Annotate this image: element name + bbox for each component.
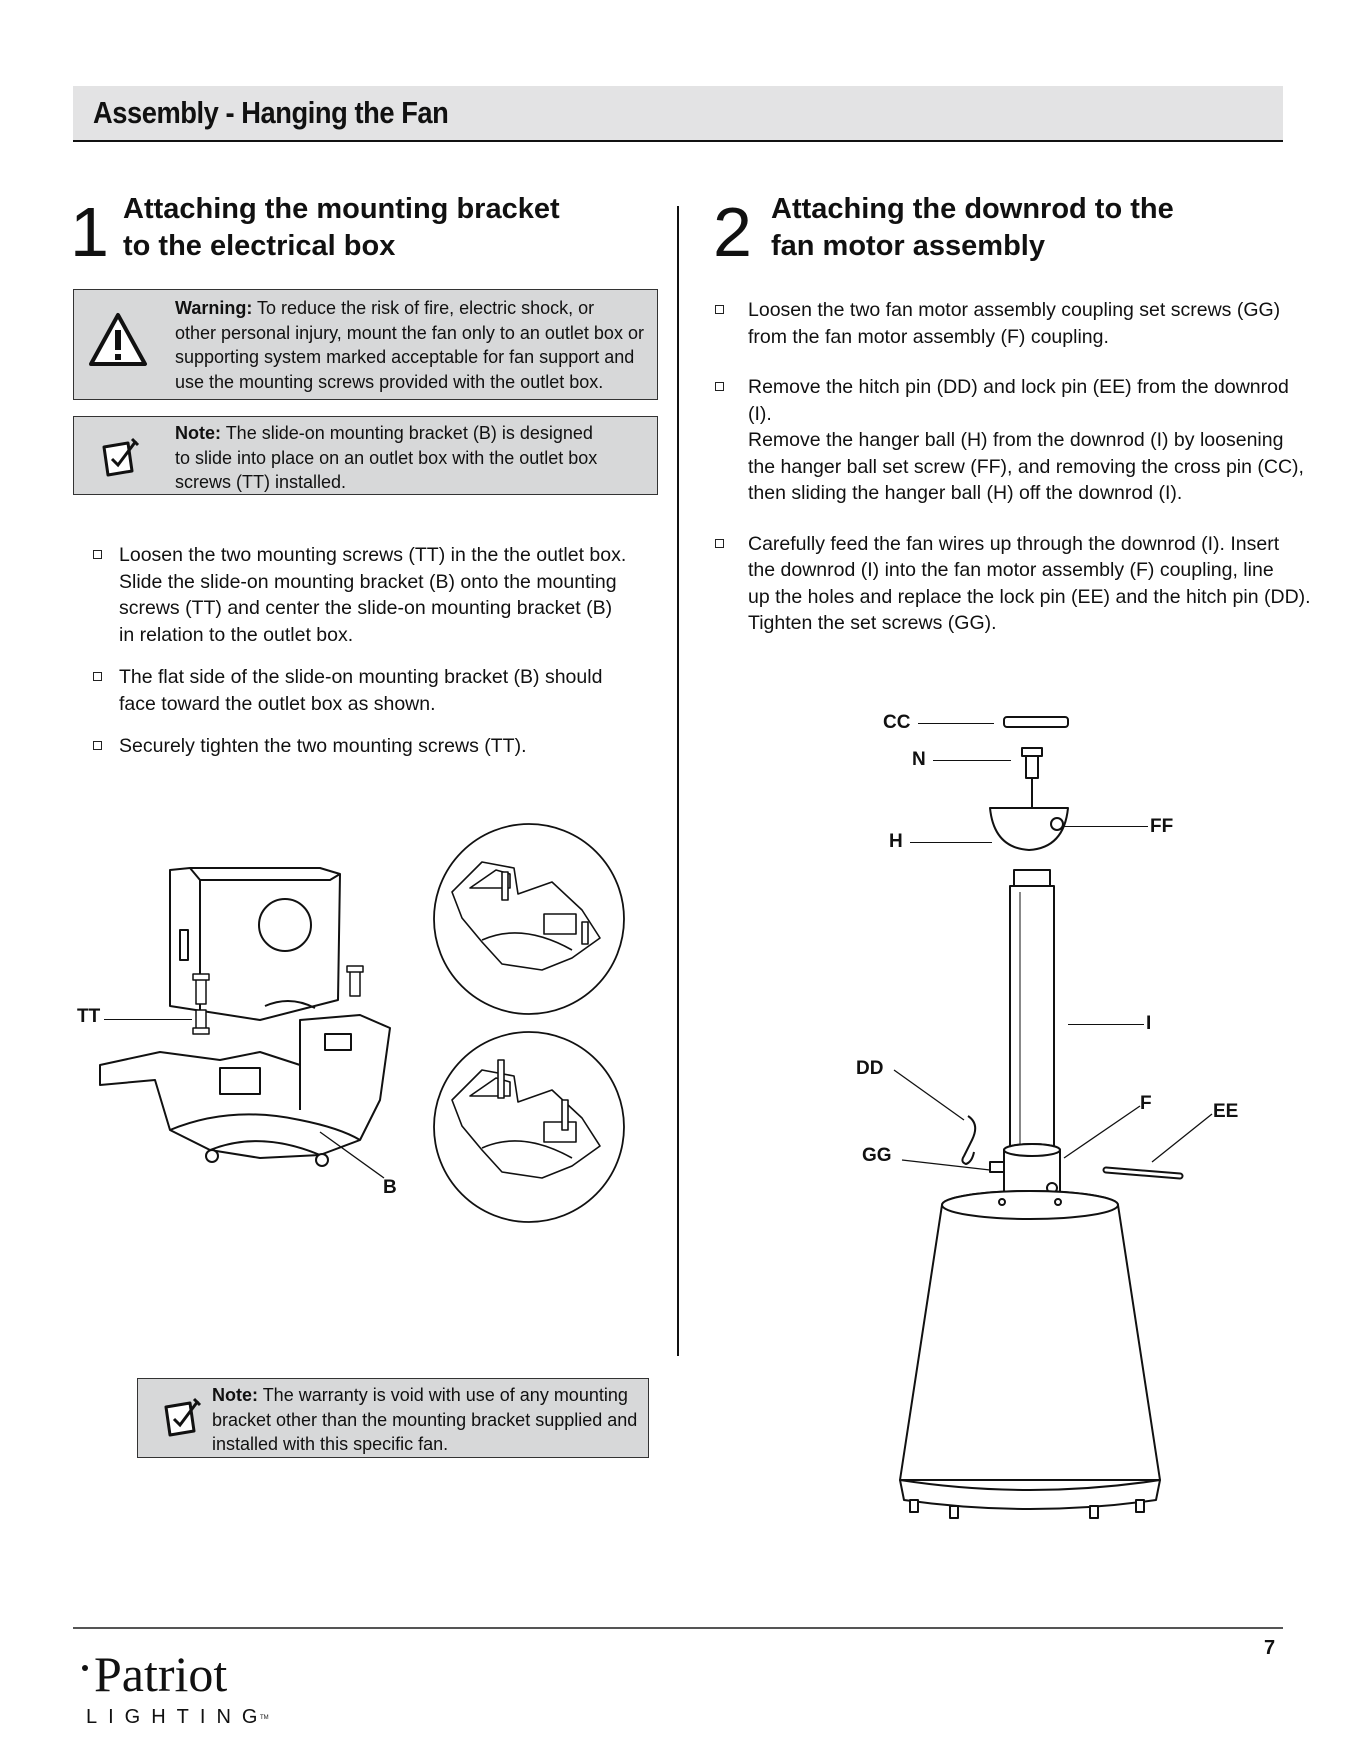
warning-line: To reduce the risk of fire, electric sho… <box>257 298 595 318</box>
label-cc: CC <box>883 712 911 733</box>
leader-line <box>319 1131 385 1179</box>
step-2-title: Attaching the downrod to the fan motor a… <box>771 191 1174 265</box>
label-ee: EE <box>1213 1101 1239 1122</box>
instruction-line: the hanger ball set screw (FF), and remo… <box>748 455 1304 478</box>
step-1-number: 1 <box>70 193 109 271</box>
checkbox-icon <box>93 741 102 750</box>
step-2-instructions: Loosen the two fan motor assembly coupli… <box>715 297 1315 637</box>
instruction-line: Securely tighten the two mounting screws… <box>119 735 527 757</box>
step-1-title: Attaching the mounting bracket to the el… <box>123 191 560 265</box>
instruction-line: Loosen the two fan motor assembly coupli… <box>748 299 1281 321</box>
warranty-note-line: The warranty is void with use of any mou… <box>262 1385 628 1405</box>
page-title: Assembly - Hanging the Fan <box>93 95 449 130</box>
warning-text: Warning: To reduce the risk of fire, ele… <box>175 296 644 394</box>
instruction-item: The flat side of the slide-on mounting b… <box>93 664 673 717</box>
note-line: screws (TT) installed. <box>175 472 347 492</box>
leader-line <box>1063 1105 1141 1159</box>
checkbox-icon <box>715 382 724 391</box>
instruction-line: Loosen the two mounting screws (TT) in t… <box>119 544 627 566</box>
leader-line <box>918 723 994 725</box>
step-1-title-line2: to the electrical box <box>123 230 396 262</box>
note-line: The slide-on mounting bracket (B) is des… <box>225 423 593 443</box>
label-tt: TT <box>77 1006 101 1027</box>
leader-line <box>893 1069 965 1121</box>
instruction-line: up the holes and replace the lock pin (E… <box>748 585 1311 608</box>
instruction-line: face toward the outlet box as shown. <box>119 692 436 715</box>
instruction-line: Carefully feed the fan wires up through … <box>748 532 1280 555</box>
brand-logo-name: Patriot <box>94 1646 228 1702</box>
warranty-note-line: installed with this specific fan. <box>212 1434 449 1454</box>
note-pencil-icon <box>164 1397 202 1437</box>
brand-dot-icon <box>82 1665 88 1671</box>
note-lead: Note: <box>175 423 221 443</box>
instruction-line: Remove the hanger ball (H) from the down… <box>748 429 1284 451</box>
note-box: Note: The slide-on mounting bracket (B) … <box>73 416 658 495</box>
warning-box: Warning: To reduce the risk of fire, ele… <box>73 289 658 400</box>
label-i: I <box>1146 1013 1152 1034</box>
bracket-illustration <box>99 867 391 1167</box>
instruction-line: the downrod (I) into the fan motor assem… <box>748 559 1274 581</box>
instruction-item: Securely tighten the two mounting screws… <box>93 733 673 760</box>
label-dd: DD <box>856 1058 884 1079</box>
instruction-item: Carefully feed the fan wires up through … <box>715 531 1315 637</box>
warning-lead: Warning: <box>175 298 253 318</box>
instruction-line: in relation to the outlet box. <box>119 623 354 646</box>
warranty-note-lead: Note: <box>212 1385 258 1405</box>
column-divider <box>677 206 679 1356</box>
warning-line: supporting system marked acceptable for … <box>175 347 635 367</box>
leader-line <box>1063 826 1148 828</box>
leader-line <box>901 1159 991 1171</box>
instruction-line: screws (TT) and center the slide-on moun… <box>119 597 613 619</box>
label-h: H <box>889 831 903 852</box>
warranty-note-text: Note: The warranty is void with use of a… <box>212 1383 637 1457</box>
leader-line <box>933 760 1011 762</box>
note-text: Note: The slide-on mounting bracket (B) … <box>175 421 597 495</box>
note-line: to slide into place on an outlet box wit… <box>175 447 598 468</box>
leader-line <box>1068 1024 1144 1026</box>
instruction-line: then sliding the hanger ball (H) off the… <box>748 482 1183 504</box>
page-number: 7 <box>1264 1637 1276 1659</box>
warranty-note-box: Note: The warranty is void with use of a… <box>137 1378 649 1458</box>
warranty-note-line: bracket other than the mounting bracket … <box>212 1409 638 1430</box>
step-1-title-line1: Attaching the mounting bracket <box>123 193 560 225</box>
downrod-assembly-illustration <box>899 716 1184 1519</box>
instruction-line: The flat side of the slide-on mounting b… <box>119 666 603 688</box>
step-2-number: 2 <box>713 193 752 271</box>
leader-line <box>104 1019 192 1021</box>
note-pencil-icon <box>102 437 140 477</box>
instruction-line: from the fan motor assembly (F) coupling… <box>748 325 1109 348</box>
brand-trademark: TM <box>260 1715 269 1721</box>
instruction-line: Remove the hitch pin (DD) and lock pin (… <box>748 376 1289 425</box>
instruction-item: Loosen the two fan motor assembly coupli… <box>715 297 1315 350</box>
step-2-title-line2: fan motor assembly <box>771 230 1045 262</box>
checkbox-icon <box>715 538 724 548</box>
bracket-detail-view-1 <box>433 823 625 1015</box>
label-n: N <box>912 749 926 770</box>
leader-line <box>1151 1113 1213 1163</box>
brand-logo-sub: LIGHTING <box>86 1706 269 1728</box>
label-f: F <box>1140 1093 1152 1114</box>
warning-triangle-icon <box>89 313 147 366</box>
header-band <box>73 86 1283 142</box>
checkbox-icon <box>715 305 724 314</box>
instruction-line: Tighten the set screws (GG). <box>748 612 997 634</box>
bracket-detail-view-2 <box>433 1031 625 1223</box>
instruction-item: Loosen the two mounting screws (TT) in t… <box>93 542 673 648</box>
checkbox-icon <box>93 550 102 559</box>
label-gg: GG <box>862 1145 892 1166</box>
warning-line: use the mounting screws provided with th… <box>175 371 604 392</box>
instruction-item: Remove the hitch pin (DD) and lock pin (… <box>715 374 1315 507</box>
instruction-line: Slide the slide-on mounting bracket (B) … <box>119 570 617 593</box>
footer-rule <box>73 1627 1283 1629</box>
step-1-instructions: Loosen the two mounting screws (TT) in t… <box>93 542 673 760</box>
leader-line <box>910 842 992 844</box>
step-2-title-line1: Attaching the downrod to the <box>771 193 1174 225</box>
warning-line: other personal injury, mount the fan onl… <box>175 322 644 343</box>
checkbox-icon <box>93 672 102 681</box>
label-ff: FF <box>1150 816 1174 837</box>
label-b: B <box>383 1177 397 1198</box>
